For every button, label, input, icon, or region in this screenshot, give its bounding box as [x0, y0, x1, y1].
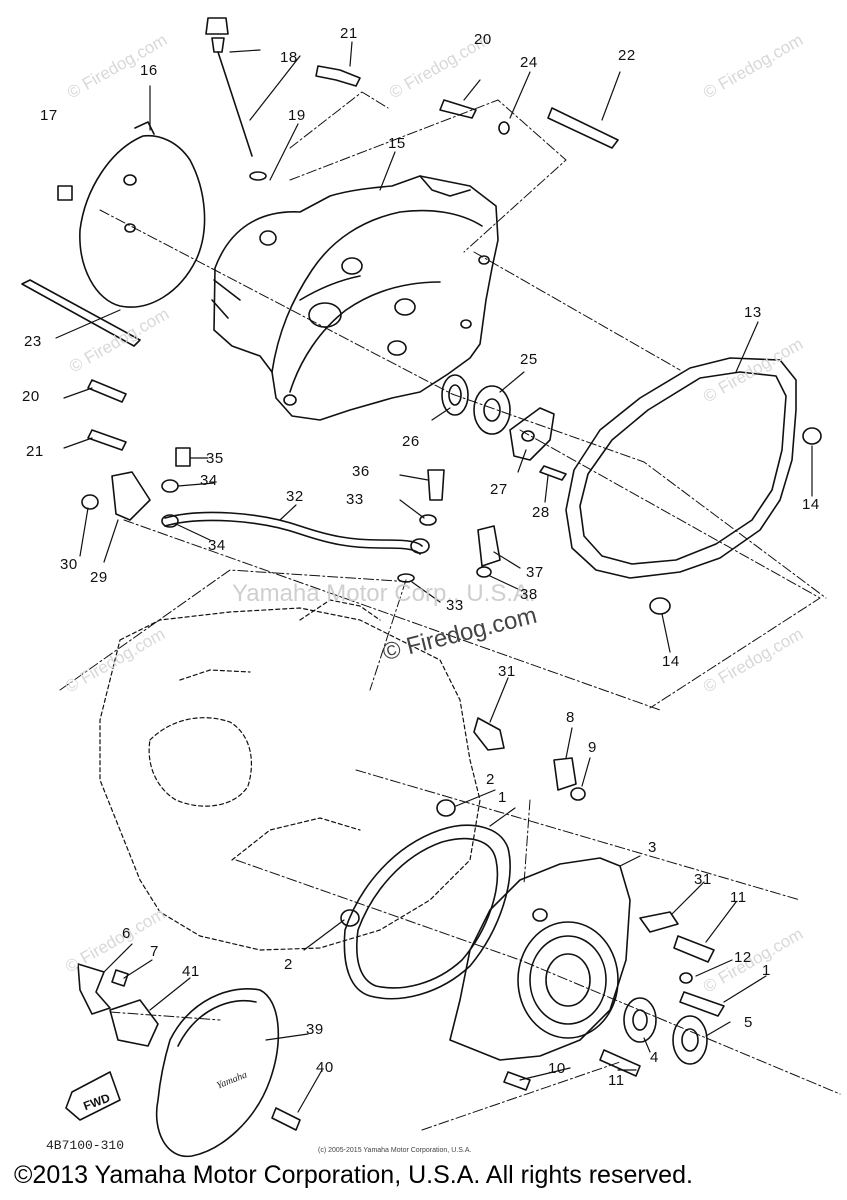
callout-40: 40	[316, 1059, 334, 1076]
callout-19: 19	[288, 107, 306, 124]
crankcase-cover-right	[211, 175, 499, 421]
small-parts	[21, 17, 822, 1131]
callout-7: 7	[150, 943, 159, 960]
callout-32: 32	[286, 488, 304, 505]
callout-17: 17	[40, 107, 58, 124]
callout-33: 33	[446, 597, 464, 614]
callout-41: 41	[182, 963, 200, 980]
callout-37: 37	[526, 564, 544, 581]
assembly-lines	[59, 91, 841, 1131]
callout-29: 29	[90, 569, 108, 586]
callout-31: 31	[694, 871, 712, 888]
callout-5: 5	[744, 1014, 753, 1031]
gasket-13	[565, 357, 797, 579]
callout-25: 25	[520, 351, 538, 368]
callout-18: 18	[280, 49, 298, 66]
callout-30: 30	[60, 556, 78, 573]
callout-38: 38	[520, 586, 538, 603]
callout-13: 13	[744, 304, 762, 321]
callout-6: 6	[122, 925, 131, 942]
oil-pipe-32	[161, 511, 430, 555]
callout-34: 34	[208, 537, 226, 554]
callout-14: 14	[802, 496, 820, 513]
small-copyright: (c) 2005-2015 Yamaha Motor Corporation, …	[318, 1147, 472, 1154]
callout-8: 8	[566, 709, 575, 726]
callout-27: 27	[490, 481, 508, 498]
callout-2: 2	[486, 771, 495, 788]
cover-39	[155, 988, 280, 1158]
watermark-company: Yamaha Motor Corp., U.S.A.	[232, 580, 536, 607]
callout-3: 3	[648, 839, 657, 856]
callout-21: 21	[340, 25, 358, 42]
bearing-4	[623, 997, 657, 1043]
oil-seal-5	[672, 1015, 708, 1065]
engine-crankcase	[99, 599, 481, 951]
callout-36: 36	[352, 463, 370, 480]
flywheel-cover-16	[79, 121, 206, 308]
callout-1: 1	[762, 962, 771, 979]
callout-20: 20	[474, 31, 492, 48]
crankcase-cover-left	[449, 857, 631, 1061]
callout-11: 11	[608, 1072, 625, 1089]
callout-4: 4	[650, 1049, 659, 1066]
callout-22: 22	[618, 47, 636, 64]
callout-33: 33	[346, 491, 364, 508]
callout-35: 35	[206, 450, 224, 467]
callout-10: 10	[548, 1060, 566, 1077]
gasket-1	[343, 824, 511, 1000]
callout-24: 24	[520, 54, 538, 71]
footer-copyright: ©2013 Yamaha Motor Corporation, U.S.A. A…	[14, 1161, 693, 1189]
callout-28: 28	[532, 504, 550, 521]
fwd-arrow	[65, 1071, 121, 1121]
callout-34: 34	[200, 472, 218, 489]
callout-20: 20	[22, 388, 40, 405]
callout-1: 1	[498, 789, 507, 806]
callout-11: 11	[730, 889, 747, 906]
callout-31: 31	[498, 663, 516, 680]
leader-lines	[55, 41, 813, 1113]
callout-39: 39	[306, 1021, 324, 1038]
callout-15: 15	[388, 135, 406, 152]
callout-26: 26	[402, 433, 420, 450]
callout-12: 12	[734, 949, 752, 966]
callout-14: 14	[662, 653, 680, 670]
callout-9: 9	[588, 739, 597, 756]
bearing-25	[473, 385, 511, 435]
plate-27	[509, 407, 555, 461]
callout-23: 23	[24, 333, 42, 350]
drawing-code: 4B7100-310	[46, 1138, 125, 1153]
callout-21: 21	[26, 443, 44, 460]
callout-2: 2	[284, 956, 293, 973]
callout-16: 16	[140, 62, 158, 79]
oil-seal-26	[441, 374, 469, 416]
